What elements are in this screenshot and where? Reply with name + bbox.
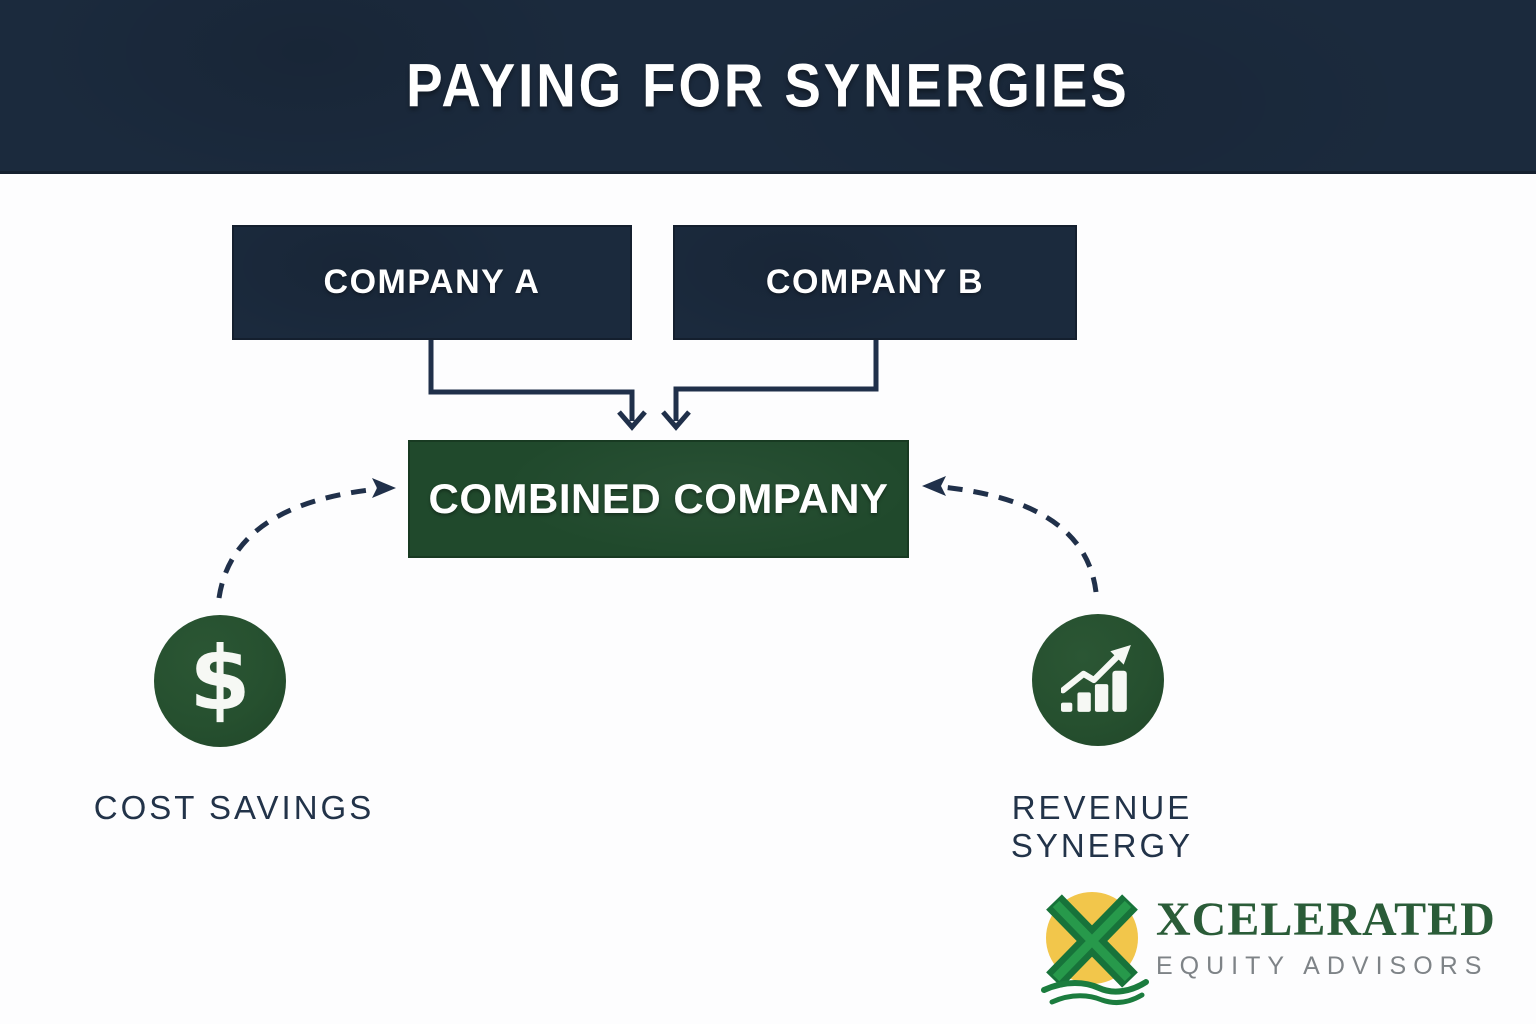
cost-savings-circle: $ [154, 615, 286, 747]
cost-savings-dashed-arrow [216, 486, 379, 599]
logo-text: XCELERATED EQUITY ADVISORS [1156, 880, 1496, 981]
company-a-box: COMPANY A [232, 225, 632, 340]
company-b-label: COMPANY B [765, 263, 985, 301]
company-b-connector-line [673, 340, 879, 421]
title-banner: PAYING FOR SYNERGIES [0, 0, 1536, 174]
revenue-synergy-label: REVENUE SYNERGY [1010, 789, 1194, 864]
logo-subtitle: EQUITY ADVISORS [1156, 952, 1489, 980]
company-a-label: COMPANY A [323, 263, 541, 301]
logo: XCELERATED EQUITY ADVISORS [1032, 880, 1496, 1012]
company-b-box: COMPANY B [673, 225, 1077, 340]
cost-savings-arrowhead-icon [372, 478, 396, 498]
company-b-arrowhead-icon [661, 410, 691, 431]
logo-name: XCELERATED [1156, 893, 1496, 946]
company-a-connector-line [428, 340, 635, 421]
cost-savings-label: COST SAVINGS [93, 789, 375, 826]
revenue-synergy-dashed-arrow [941, 484, 1099, 593]
growth-chart-icon [1061, 645, 1131, 712]
x-sun-waves-logo-icon [1041, 892, 1149, 1005]
revenue-synergy-arrowhead-icon [922, 476, 946, 496]
dollar-icon: $ [189, 627, 251, 730]
combined-company-box: COMBINED COMPANY [408, 440, 909, 558]
combined-company-label: COMBINED COMPANY [428, 475, 889, 522]
revenue-synergy-circle [1032, 614, 1164, 746]
page-title: PAYING FOR SYNERGIES [406, 50, 1130, 121]
company-a-arrowhead-icon [617, 410, 647, 431]
